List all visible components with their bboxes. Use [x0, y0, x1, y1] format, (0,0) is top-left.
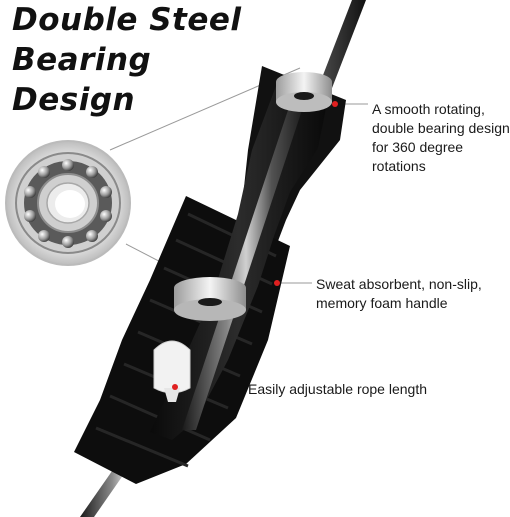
foam-dot: [274, 280, 280, 286]
rope-length-stopper: [153, 340, 191, 402]
callout-bearing-line: double bearing design: [372, 120, 510, 136]
callout-foam-line: Sweat absorbent, non-slip,: [316, 276, 482, 292]
top-bearing-ring: [276, 72, 332, 112]
callout-bearing-line: rotations: [372, 158, 426, 174]
callout-bearing-text: A smooth rotating, double bearing design…: [372, 100, 510, 176]
callout-foam-line: memory foam handle: [316, 295, 448, 311]
foam-handle: [74, 66, 346, 484]
bearing-dot: [332, 101, 338, 107]
headline-line-3: Design: [12, 82, 136, 118]
middle-bearing-ring: [174, 277, 246, 321]
callout-rope-line: Easily adjustable rope length: [248, 381, 428, 397]
callout-rope-text: Easily adjustable rope length: [248, 380, 427, 399]
headline-line-2: Bearing: [12, 42, 152, 78]
callout-foam-text: Sweat absorbent, non-slip, memory foam h…: [316, 275, 482, 313]
rope-dot: [172, 384, 178, 390]
headline-line-1: Double Steel: [12, 2, 242, 38]
callout-bearing-line: A smooth rotating,: [372, 101, 485, 117]
bearing-detail-inset: [5, 140, 131, 266]
callout-bearing-line: for 360 degree: [372, 139, 464, 155]
